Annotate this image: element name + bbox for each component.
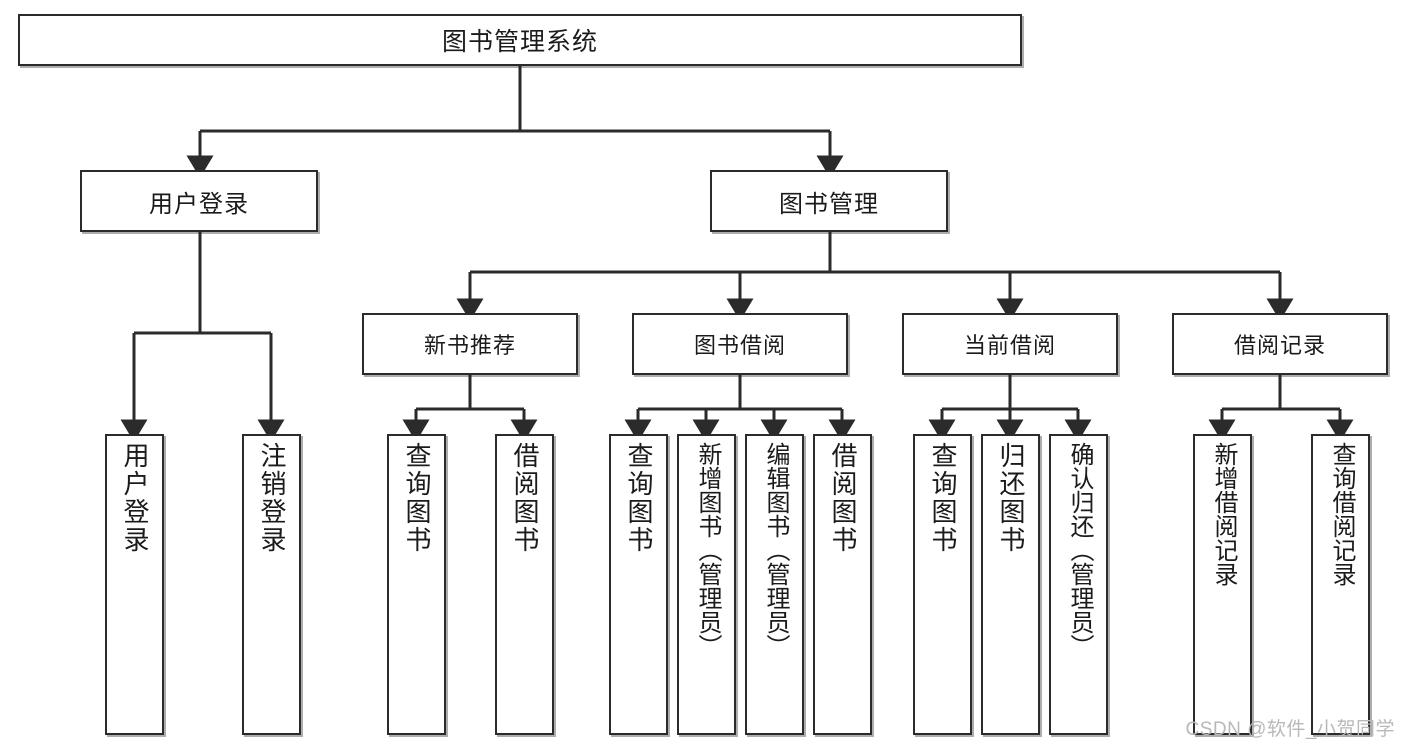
node-book-manage[interactable]: 图书管理	[710, 170, 948, 232]
leaf-add-book-label: 新增图书（管理员）	[693, 442, 721, 658]
leaf-user-login[interactable]: 用户登录	[105, 434, 164, 735]
leaf-query-book-1[interactable]: 查询图书	[387, 434, 446, 735]
leaf-edit-book-label: 编辑图书（管理员）	[761, 442, 789, 658]
node-new-book-recommend-label: 新书推荐	[423, 333, 516, 358]
leaf-borrow-book-1[interactable]: 借阅图书	[495, 434, 554, 735]
node-new-book-recommend[interactable]: 新书推荐	[362, 313, 578, 375]
leaf-return-book-label: 归还图书	[996, 442, 1027, 554]
leaf-logout[interactable]: 注销登录	[242, 434, 301, 735]
leaf-user-login-label: 用户登录	[120, 442, 151, 554]
leaf-add-record-label: 新增借阅记录	[1209, 442, 1237, 586]
leaf-add-book[interactable]: 新增图书（管理员）	[677, 434, 736, 735]
node-current-borrow-label: 当前借阅	[963, 333, 1056, 358]
leaf-borrow-book-2-label: 借阅图书	[828, 442, 859, 554]
leaf-borrow-book-1-label: 借阅图书	[510, 442, 541, 554]
leaf-return-book[interactable]: 归还图书	[981, 434, 1040, 735]
node-root[interactable]: 图书管理系统	[18, 14, 1022, 66]
leaf-query-book-2-label: 查询图书	[624, 442, 655, 554]
node-borrow-record-label: 借阅记录	[1233, 333, 1326, 358]
node-book-manage-label: 图书管理	[779, 190, 879, 218]
leaf-edit-book[interactable]: 编辑图书（管理员）	[745, 434, 804, 735]
leaf-query-book-2[interactable]: 查询图书	[609, 434, 668, 735]
node-borrow-record[interactable]: 借阅记录	[1172, 313, 1388, 375]
node-current-borrow[interactable]: 当前借阅	[902, 313, 1118, 375]
leaf-query-book-3[interactable]: 查询图书	[913, 434, 972, 735]
leaf-logout-label: 注销登录	[257, 442, 288, 554]
node-root-label: 图书管理系统	[441, 28, 598, 56]
leaf-confirm-return-label: 确认归还（管理员）	[1065, 442, 1093, 658]
leaf-confirm-return[interactable]: 确认归还（管理员）	[1049, 434, 1108, 735]
leaf-borrow-book-2[interactable]: 借阅图书	[813, 434, 872, 735]
watermark: CSDN @软件_小贺同学	[1185, 719, 1395, 740]
leaf-add-record[interactable]: 新增借阅记录	[1193, 434, 1252, 735]
node-user-login-label: 用户登录	[149, 190, 249, 218]
node-book-borrow-label: 图书借阅	[693, 333, 786, 358]
leaf-query-book-1-label: 查询图书	[402, 442, 433, 554]
leaf-query-record-label: 查询借阅记录	[1327, 442, 1355, 586]
leaf-query-record[interactable]: 查询借阅记录	[1311, 434, 1370, 735]
node-user-login[interactable]: 用户登录	[80, 170, 318, 232]
node-book-borrow[interactable]: 图书借阅	[632, 313, 848, 375]
leaf-query-book-3-label: 查询图书	[928, 442, 959, 554]
